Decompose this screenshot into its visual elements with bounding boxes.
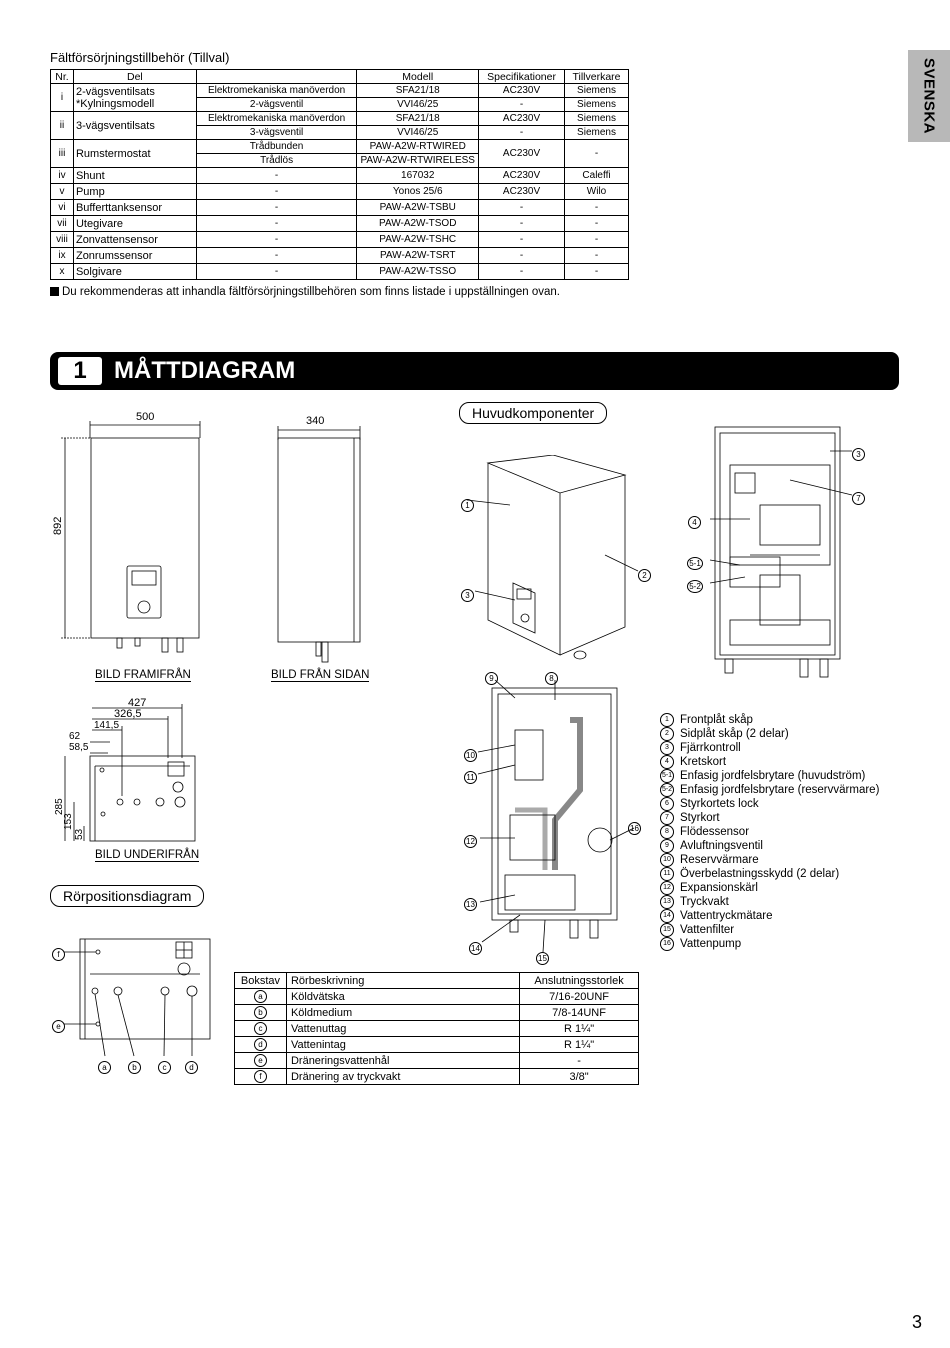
back-callout-3: 3 — [852, 448, 865, 461]
back-callout-5-2: 5-2 — [687, 580, 703, 593]
pipe-letter-a: a — [98, 1061, 111, 1074]
iso-callout-2: 2 — [638, 569, 651, 582]
iso-callout-3: 3 — [461, 589, 474, 602]
back-callout-7: 7 — [852, 492, 865, 505]
front-view-drawing — [61, 421, 201, 653]
table-row: iii Rumstermostat Trådbunden PAW-A2W-RTW… — [50, 139, 629, 168]
pipe-letter-c: c — [158, 1061, 171, 1074]
bottom-view-drawing — [64, 704, 196, 842]
bottom-dim-58: 58,5 — [69, 742, 89, 753]
side-depth-dim: 340 — [306, 415, 325, 427]
table-row: a Köldvätska 7/16-20UNF — [234, 988, 639, 1005]
iso-callout-1: 1 — [461, 499, 474, 512]
pipe-letter-f: f — [52, 948, 65, 961]
pipe-position-drawing — [64, 938, 211, 1057]
inner-callout-9: 9 — [485, 672, 498, 685]
pipe-letter-e: e — [52, 1020, 65, 1033]
table-header-row: Bokstav Rörbeskrivning Anslutningsstorle… — [234, 972, 639, 989]
table-row: i 2-vägsventilsats *Kylningsmodell Elekt… — [50, 83, 629, 112]
side-view-caption: BILD FRÅN SIDAN — [271, 669, 370, 682]
inner-callout-11: 11 — [464, 771, 477, 784]
bottom-dim-153: 153 — [63, 813, 74, 830]
pipe-letter-d: d — [185, 1061, 198, 1074]
bottom-dim-53: 53 — [74, 828, 85, 840]
pipe-letter-b: b — [128, 1061, 141, 1074]
page-number: 3 — [912, 1312, 923, 1332]
bottom-dim-141: 141,5 — [94, 720, 120, 731]
inner-callout-12: 12 — [464, 835, 477, 848]
recommendation-note: Du rekommenderas att inhandla fältförsör… — [50, 286, 560, 298]
accessories-title: Fältförsörjningstillbehör (Tillval) — [50, 50, 230, 65]
section-number: 1 — [58, 357, 102, 385]
table-row: ii 3-vägsventilsats Elektromekaniska man… — [50, 111, 629, 140]
back-callout-5-1: 5-1 — [687, 557, 703, 570]
front-view-caption: BILD FRAMIFRÅN — [95, 669, 191, 682]
pipe-diagram-title: Rörpositionsdiagram — [50, 885, 205, 907]
table-row: 2-vägsventil VVI46/25 - Siemens — [51, 97, 629, 112]
bottom-view-caption: BILD UNDERIFRÅN — [95, 849, 200, 862]
table-row: b Köldmedium 7/8-14UNF — [234, 1004, 639, 1021]
side-view-drawing — [277, 426, 361, 663]
section-title: MÅTTDIAGRAM — [114, 357, 296, 384]
inner-callout-16: 16 — [628, 822, 641, 835]
inner-callout-10: 10 — [464, 749, 477, 762]
language-tab: SVENSKA — [908, 50, 950, 142]
accessories-table: Nr. Del Modell Specifikationer Tillverka… — [50, 69, 629, 280]
isometric-unit-drawing — [466, 455, 639, 660]
inner-callout-14: 14 — [469, 942, 482, 955]
inner-components-drawing — [477, 679, 635, 953]
pipe-connection-table: Bokstav Rörbeskrivning Anslutningsstorle… — [234, 972, 639, 1085]
inner-callout-15: 15 — [536, 952, 549, 965]
table-row: f Dränering av tryckvakt 3/8" — [234, 1068, 639, 1085]
bottom-dim-427: 427 — [128, 697, 147, 709]
table-row: e Dräneringsvattenhål - — [234, 1052, 639, 1069]
main-components-title: Huvudkomponenter — [459, 402, 608, 424]
table-row: c Vattenuttag R 1¼" — [234, 1020, 639, 1037]
inner-callout-8: 8 — [545, 672, 558, 685]
bottom-dim-326: 326,5 — [114, 708, 142, 720]
table-row: Trådlös PAW-A2W-RTWIRELESS — [51, 153, 629, 168]
table-header-row: Nr. Del Modell Specifikationer Tillverka… — [50, 69, 629, 84]
control-panel-drawing — [709, 426, 853, 678]
front-width-dim: 500 — [136, 411, 155, 423]
front-height-dim: 892 — [52, 516, 64, 535]
inner-callout-13: 13 — [464, 898, 477, 911]
bottom-dim-62: 62 — [69, 731, 81, 742]
table-row: d Vattenintag R 1¼" — [234, 1036, 639, 1053]
bullet-square-icon — [50, 287, 59, 296]
section-banner: 1 MÅTTDIAGRAM — [50, 352, 899, 390]
back-callout-4: 4 — [688, 516, 701, 529]
